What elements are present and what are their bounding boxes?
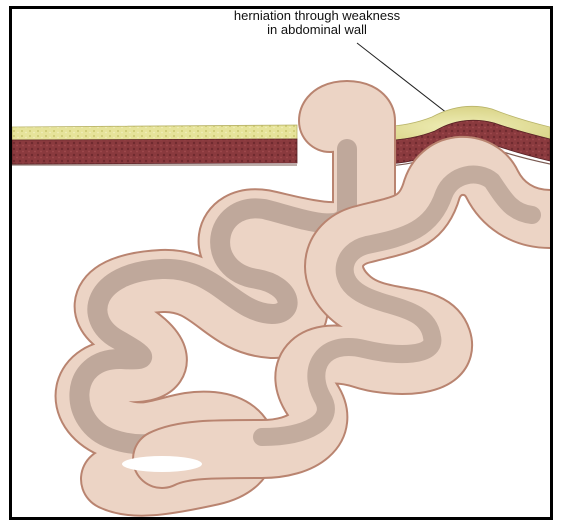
annotation-line-2: in abdominal wall <box>202 23 432 37</box>
diagram-frame: herniation through weakness in abdominal… <box>9 6 553 520</box>
fat-layer-left <box>12 125 297 140</box>
annotation-line-1: herniation through weakness <box>202 9 432 23</box>
gap-highlight <box>122 456 202 472</box>
hernia-illustration <box>12 9 550 517</box>
hernia-annotation: herniation through weakness in abdominal… <box>202 9 432 37</box>
small-bowel <box>79 112 550 485</box>
muscle-layer-left <box>12 139 297 164</box>
